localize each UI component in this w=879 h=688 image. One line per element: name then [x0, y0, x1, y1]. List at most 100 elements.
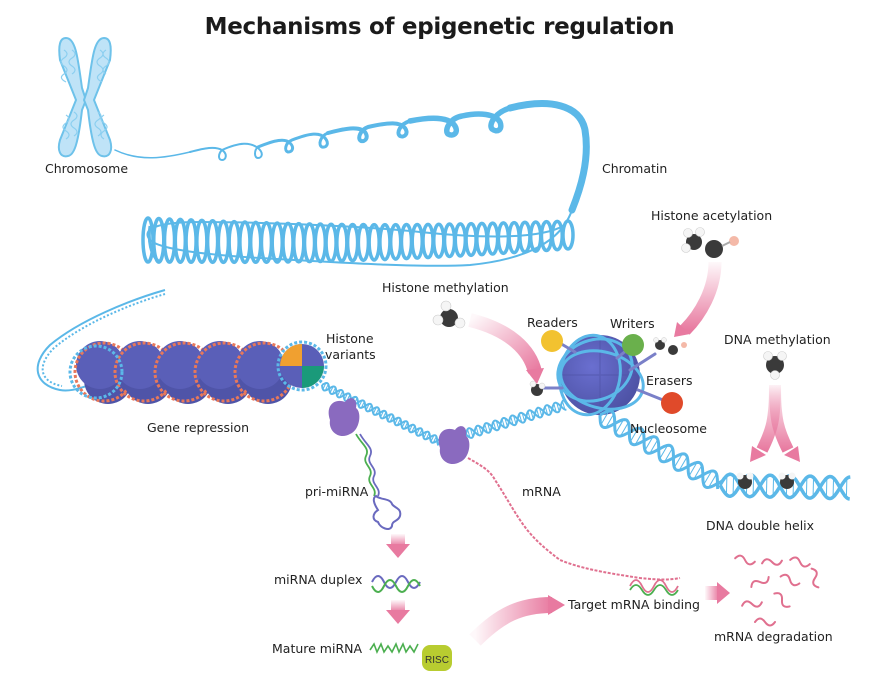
helix-mid-b-rung [538, 407, 543, 417]
coil-ring [324, 222, 338, 263]
mrna-fragment [789, 556, 811, 568]
coil-ring [292, 221, 306, 264]
helix-right-a-strand-a [598, 415, 720, 490]
mrna-fragment [773, 592, 791, 608]
coil-ring [259, 220, 274, 264]
reader-ball-icon [541, 330, 563, 352]
coil-ring [528, 220, 543, 253]
helix-right-a-rung [629, 428, 639, 442]
helix-mid-a-rung [358, 400, 363, 407]
histone-core [156, 341, 204, 389]
helix-right-a-rung [634, 430, 644, 445]
coil-ring [399, 222, 414, 261]
label-mrna-degradation: mRNA degradation [714, 629, 833, 644]
pri-mirna-strand [355, 433, 402, 530]
coil-ring [539, 219, 554, 253]
helix-mid-b-rung [475, 426, 480, 436]
label-dna-double-helix: DNA double helix [706, 518, 815, 533]
helix-mid-b-rung [492, 421, 497, 431]
label-target-mrna-binding: Target mRNA binding [568, 597, 700, 612]
arrow-histone-methylation [468, 313, 544, 384]
helix-mid-b-rung [544, 406, 549, 415]
target-binding-icon [629, 579, 679, 596]
label-dna-methylation: DNA methylation [724, 332, 831, 347]
coil-ring [421, 222, 435, 260]
helix-mid-a-rung [380, 410, 384, 418]
helix-mid-b-rung [556, 402, 560, 412]
coil-ring [281, 221, 295, 264]
label-pri-mirna: pri-miRNA [305, 484, 369, 499]
coil-ring [485, 221, 500, 256]
helix-mid-a-rung [416, 428, 421, 435]
histone-core [76, 341, 124, 389]
arrow-histone-acetylation [674, 261, 722, 337]
helix-mid-a-rung [329, 386, 334, 393]
mrna-fragment [741, 600, 763, 608]
coil-ring [550, 219, 564, 252]
helix-right-a-rung [659, 445, 668, 460]
coil-ring [507, 220, 521, 255]
helix-right-a-rung [620, 422, 629, 437]
label-gene-repression: Gene repression [147, 420, 250, 435]
helix-mid-b-rung [504, 418, 508, 427]
coil-ring [205, 219, 220, 265]
mrna-fragment [754, 617, 776, 627]
label-histone-methylation: Histone methylation [382, 280, 509, 295]
rna-polymerase-left-icon [328, 398, 360, 437]
mrna-fragment [734, 554, 756, 566]
coil-ring [335, 222, 349, 263]
coil-ring [442, 222, 457, 259]
helix-mid-a-rung [389, 415, 394, 422]
mrna-fragment [761, 558, 783, 566]
rna-polymerase-right-icon [438, 426, 470, 465]
helix-mid-a-strand-b [321, 381, 442, 444]
helix-mid-a-rung [344, 393, 348, 400]
helix-mid-b-rung [547, 405, 552, 414]
central-nucleosome [538, 333, 670, 417]
helix-mid-b-rung [553, 403, 557, 413]
coil-ring [496, 221, 511, 256]
chromatin-fiber [114, 100, 590, 214]
coil-ring [464, 221, 478, 258]
coil-ring [475, 221, 489, 257]
helix-mid-a-rung [322, 382, 327, 390]
coil-ring [270, 221, 284, 264]
mrna-fragment [810, 567, 820, 589]
helix-mid-b-rung [521, 413, 526, 422]
helix-mid-b-rung [487, 423, 491, 432]
risc-label: RISC [425, 655, 449, 666]
coil-ring [184, 218, 198, 265]
coil-ring [518, 220, 532, 254]
dna-methylation-molecule-icon [763, 351, 787, 380]
helix-mid-a-rung [372, 407, 377, 414]
helix-mid-b-rung [510, 416, 514, 426]
helix-right-a-rung [600, 410, 610, 425]
helix-mid-b-rung [536, 408, 540, 418]
helix-right-a-rung [664, 447, 673, 462]
coil-ring [410, 222, 424, 260]
helix-mid-b-rung [501, 418, 505, 428]
helix-mid-a-rung [401, 421, 406, 428]
helix-right-a-rung [703, 470, 713, 485]
helix-mid-a-rung [396, 418, 401, 426]
coil-ring [195, 218, 209, 265]
nucleosome-array [68, 341, 295, 404]
mature-mirna-icon [369, 642, 419, 654]
helix-mid-b-rung [469, 428, 474, 437]
solenoid-coil [141, 209, 575, 267]
dna-linker-left [36, 289, 166, 392]
helix-mid-a-rung [375, 408, 380, 416]
helix-mid-b-rung [561, 401, 566, 410]
helix-mid-a-rung [360, 401, 365, 409]
coil-ring [356, 222, 371, 263]
label-histone-variants-1: Histone [326, 331, 374, 346]
helix-right-a-rung [693, 465, 703, 480]
helix-mid-b-rung [467, 429, 471, 438]
histone-core [116, 341, 164, 389]
mirna-duplex-icon [371, 575, 421, 593]
coil-ring [432, 222, 446, 259]
label-readers: Readers [527, 315, 578, 330]
histone-core [236, 341, 284, 389]
